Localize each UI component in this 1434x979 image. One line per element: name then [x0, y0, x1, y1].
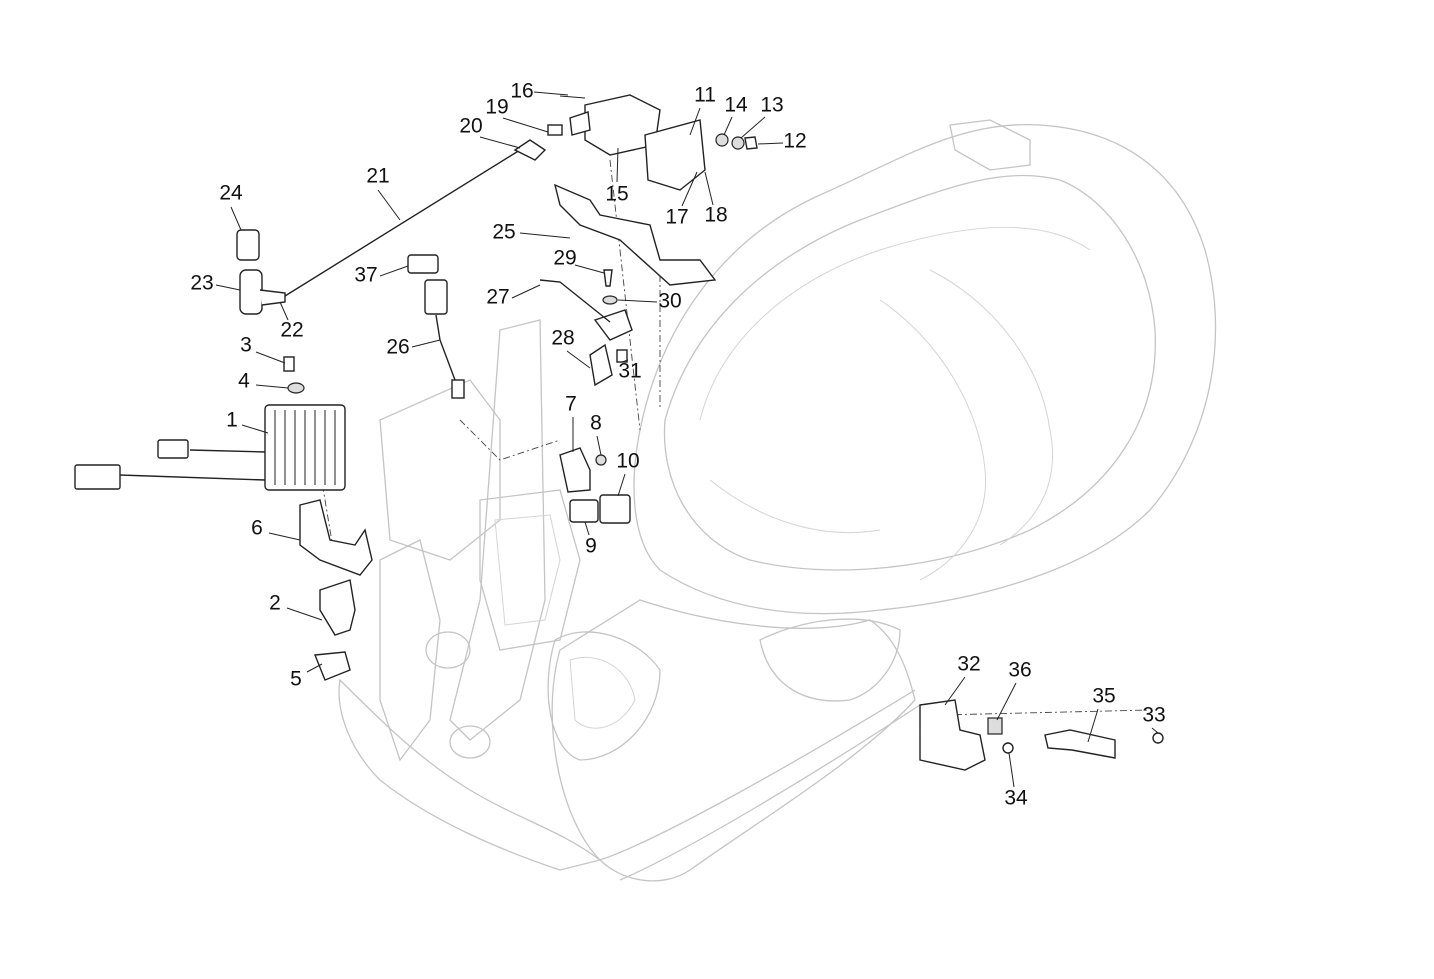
callout-5: 5: [290, 668, 302, 691]
routing-lines: [319, 159, 1151, 716]
callout-25: 25: [492, 221, 515, 244]
voltage-regulator-part: [74, 404, 346, 491]
parts: [74, 94, 1164, 771]
callout-28: 28: [551, 327, 574, 350]
callout-31: 31: [618, 360, 641, 383]
callout-11: 11: [694, 84, 716, 107]
callout-8: 8: [590, 412, 602, 435]
callout-14: 14: [724, 94, 748, 117]
callout-29: 29: [553, 247, 576, 270]
callout-23: 23: [190, 272, 213, 295]
leader-lines: [215, 91, 1159, 788]
callout-3: 3: [240, 334, 252, 357]
callout-1: 1: [226, 409, 238, 432]
callout-9: 9: [585, 535, 597, 558]
callout-15: 15: [605, 183, 628, 206]
callout-24: 24: [219, 182, 243, 205]
callout-4: 4: [238, 370, 250, 393]
callout-13: 13: [760, 94, 783, 117]
callout-22: 22: [280, 319, 303, 342]
callout-7: 7: [565, 393, 577, 416]
callout-2: 2: [269, 592, 281, 615]
callout-17: 17: [665, 206, 688, 229]
callout-16: 16: [510, 80, 533, 103]
callout-30: 30: [658, 290, 681, 313]
callout-labels: 1 2 3 4 5 6 7 8 9 10 11 12 13 14 15 16 1…: [190, 80, 1165, 810]
callout-20: 20: [459, 115, 482, 138]
callout-18: 18: [704, 204, 727, 227]
callout-35: 35: [1092, 685, 1115, 708]
callout-34: 34: [1004, 787, 1028, 810]
callout-33: 33: [1142, 704, 1165, 727]
callout-26: 26: [386, 336, 409, 359]
callout-37: 37: [354, 264, 377, 287]
scooter-frame-body: [338, 119, 1217, 882]
callout-6: 6: [251, 517, 263, 540]
callout-27: 27: [486, 286, 509, 309]
callout-19: 19: [485, 96, 508, 119]
callout-10: 10: [616, 450, 639, 473]
callout-36: 36: [1008, 659, 1031, 682]
callout-21: 21: [366, 165, 389, 188]
callout-12: 12: [783, 130, 806, 153]
callout-32: 32: [957, 653, 980, 676]
